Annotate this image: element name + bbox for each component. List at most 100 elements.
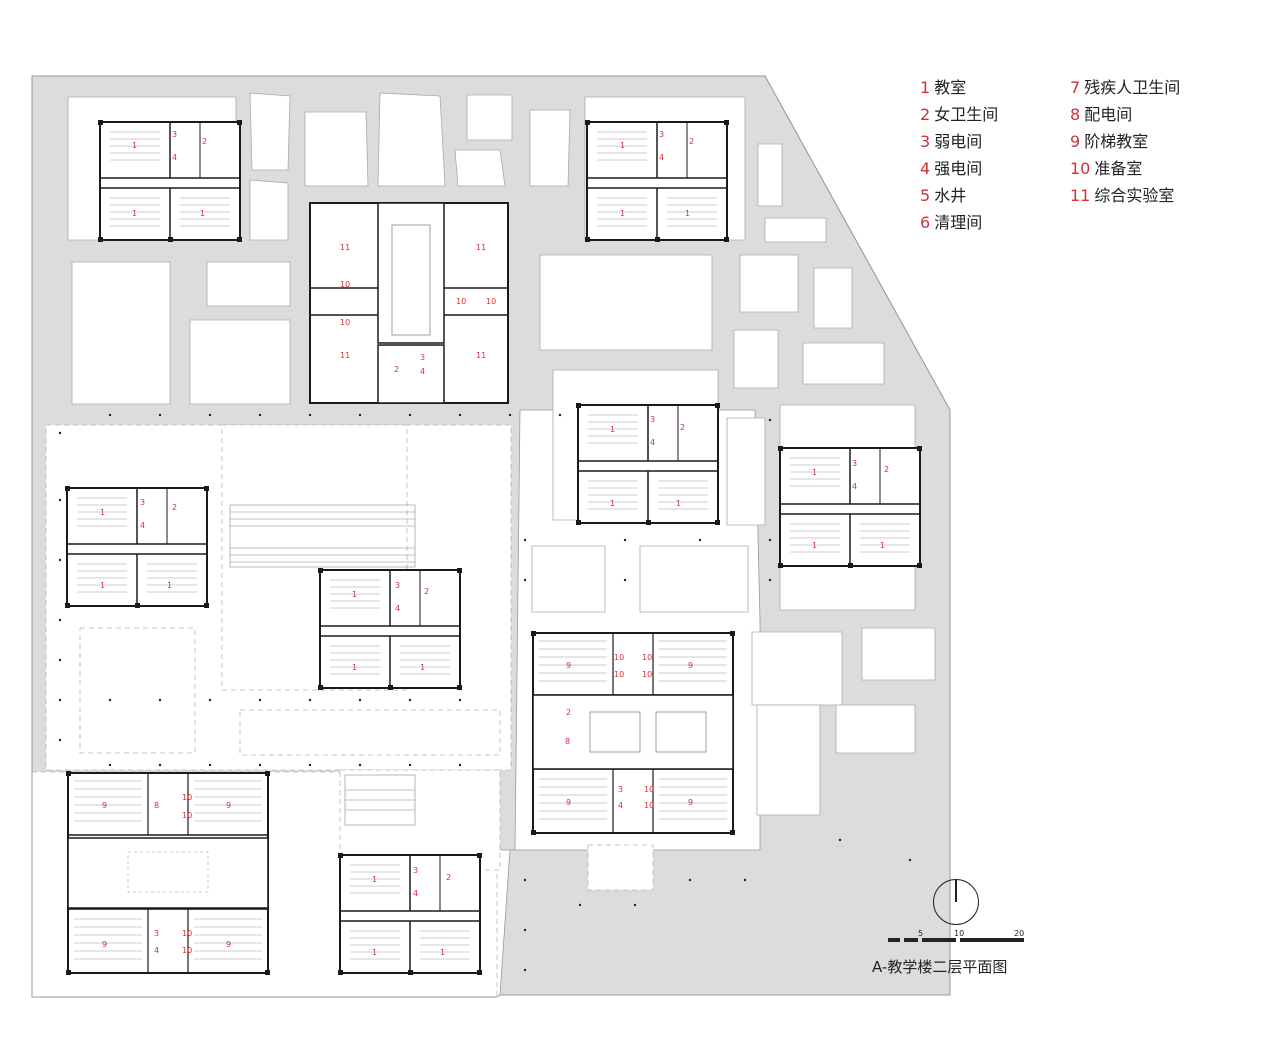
room-label: 4 xyxy=(420,367,425,376)
room-label: 1 xyxy=(352,663,357,672)
room-label: 1 xyxy=(610,425,615,434)
lecture-hall-east: 9 9 9 9 10 10 10 10 10 10 3 4 8 2 xyxy=(530,630,736,836)
room-label: 11 xyxy=(340,243,350,252)
room-label: 3 xyxy=(172,130,177,139)
room-label: 4 xyxy=(659,153,664,162)
room-label: 3 xyxy=(650,415,655,424)
outdoor-stair xyxy=(229,504,416,826)
room-label: 1 xyxy=(676,499,681,508)
room-label: 10 xyxy=(182,811,192,820)
room-label: 3 xyxy=(395,581,400,590)
lab-building: 11 11 11 11 10 10 10 10 3 4 2 xyxy=(309,202,509,404)
scale-segment xyxy=(888,938,900,942)
room-label: 4 xyxy=(154,946,159,955)
legend-label: 水井 xyxy=(934,186,967,205)
room-label: 10 xyxy=(614,653,624,662)
legend-label: 综合实验室 xyxy=(1094,186,1175,205)
legend-label: 弱电间 xyxy=(934,132,983,151)
room-label: 10 xyxy=(614,670,624,679)
classroom-unit-far-right: 1 1 1 3 4 2 xyxy=(777,445,923,569)
room-label: 9 xyxy=(688,661,693,670)
scale-bar: 5 10 20 xyxy=(888,929,1024,945)
room-label: 8 xyxy=(154,801,159,810)
room-label: 9 xyxy=(102,801,107,810)
room-label: 1 xyxy=(440,948,445,957)
room-label: 9 xyxy=(566,661,571,670)
legend-label: 强电间 xyxy=(934,159,983,178)
legend-number: 6 xyxy=(920,213,931,232)
room-label: 4 xyxy=(140,521,145,530)
room-label: 1 xyxy=(352,590,357,599)
room-label: 9 xyxy=(102,940,107,949)
scale-segment xyxy=(904,938,918,942)
legend-label: 准备室 xyxy=(1094,159,1143,178)
room-label: 10 xyxy=(642,670,652,679)
room-label: 2 xyxy=(884,465,889,474)
room-label: 3 xyxy=(659,130,664,139)
north-needle xyxy=(955,880,957,902)
room-label: 10 xyxy=(644,801,654,810)
room-label: 9 xyxy=(226,801,231,810)
room-label: 3 xyxy=(154,929,159,938)
room-label: 3 xyxy=(140,498,145,507)
room-label: 2 xyxy=(680,423,685,432)
room-label: 3 xyxy=(413,866,418,875)
room-label: 10 xyxy=(182,793,192,802)
room-label: 2 xyxy=(424,587,429,596)
scale-segment xyxy=(922,938,956,942)
room-label: 2 xyxy=(566,708,571,717)
legend-number: 4 xyxy=(920,159,931,178)
room-label: 2 xyxy=(446,873,451,882)
room-label: 1 xyxy=(812,541,817,550)
scale-tick-label: 10 xyxy=(954,929,965,938)
room-label: 9 xyxy=(226,940,231,949)
room-label: 11 xyxy=(476,351,486,360)
room-label: 1 xyxy=(685,209,690,218)
room-label: 11 xyxy=(476,243,486,252)
room-label: 4 xyxy=(413,889,418,898)
room-label: 1 xyxy=(167,581,172,590)
legend-label: 配电间 xyxy=(1084,105,1133,124)
room-label: 4 xyxy=(395,604,400,613)
legend-number: 11 xyxy=(1070,186,1091,205)
room-label: 1 xyxy=(420,663,425,672)
room-label: 9 xyxy=(566,798,571,807)
room-label: 10 xyxy=(486,297,496,306)
north-arrow-icon xyxy=(933,879,979,925)
legend-number: 7 xyxy=(1070,78,1081,97)
legend-number: 10 xyxy=(1070,159,1091,178)
classroom-unit-mid-right: 1 1 1 3 4 2 xyxy=(575,402,721,526)
room-label: 3 xyxy=(618,785,623,794)
room-label: 10 xyxy=(340,318,350,327)
room-label: 2 xyxy=(689,137,694,146)
legend-label: 女卫生间 xyxy=(934,105,999,124)
site-boundary xyxy=(31,75,951,998)
room-label: 2 xyxy=(202,137,207,146)
room-label: 4 xyxy=(172,153,177,162)
room-label: 1 xyxy=(372,875,377,884)
legend-label: 教室 xyxy=(934,78,967,97)
classroom-unit-ne: 1 1 1 3 4 2 xyxy=(584,119,730,243)
classroom-unit-south: 1 1 1 3 4 2 xyxy=(337,852,483,976)
classroom-unit-center: 1 1 1 3 4 2 xyxy=(317,567,463,691)
room-label: 10 xyxy=(456,297,466,306)
room-label: 8 xyxy=(565,737,570,746)
room-label: 10 xyxy=(644,785,654,794)
room-label: 1 xyxy=(620,209,625,218)
drawing-caption: A-教学楼二层平面图 xyxy=(872,958,1008,976)
classroom-unit-west: 1 1 1 3 4 2 xyxy=(64,485,210,609)
room-label: 1 xyxy=(880,541,885,550)
room-label: 1 xyxy=(132,209,137,218)
legend-label: 阶梯教室 xyxy=(1084,132,1149,151)
legend-number: 5 xyxy=(920,186,931,205)
